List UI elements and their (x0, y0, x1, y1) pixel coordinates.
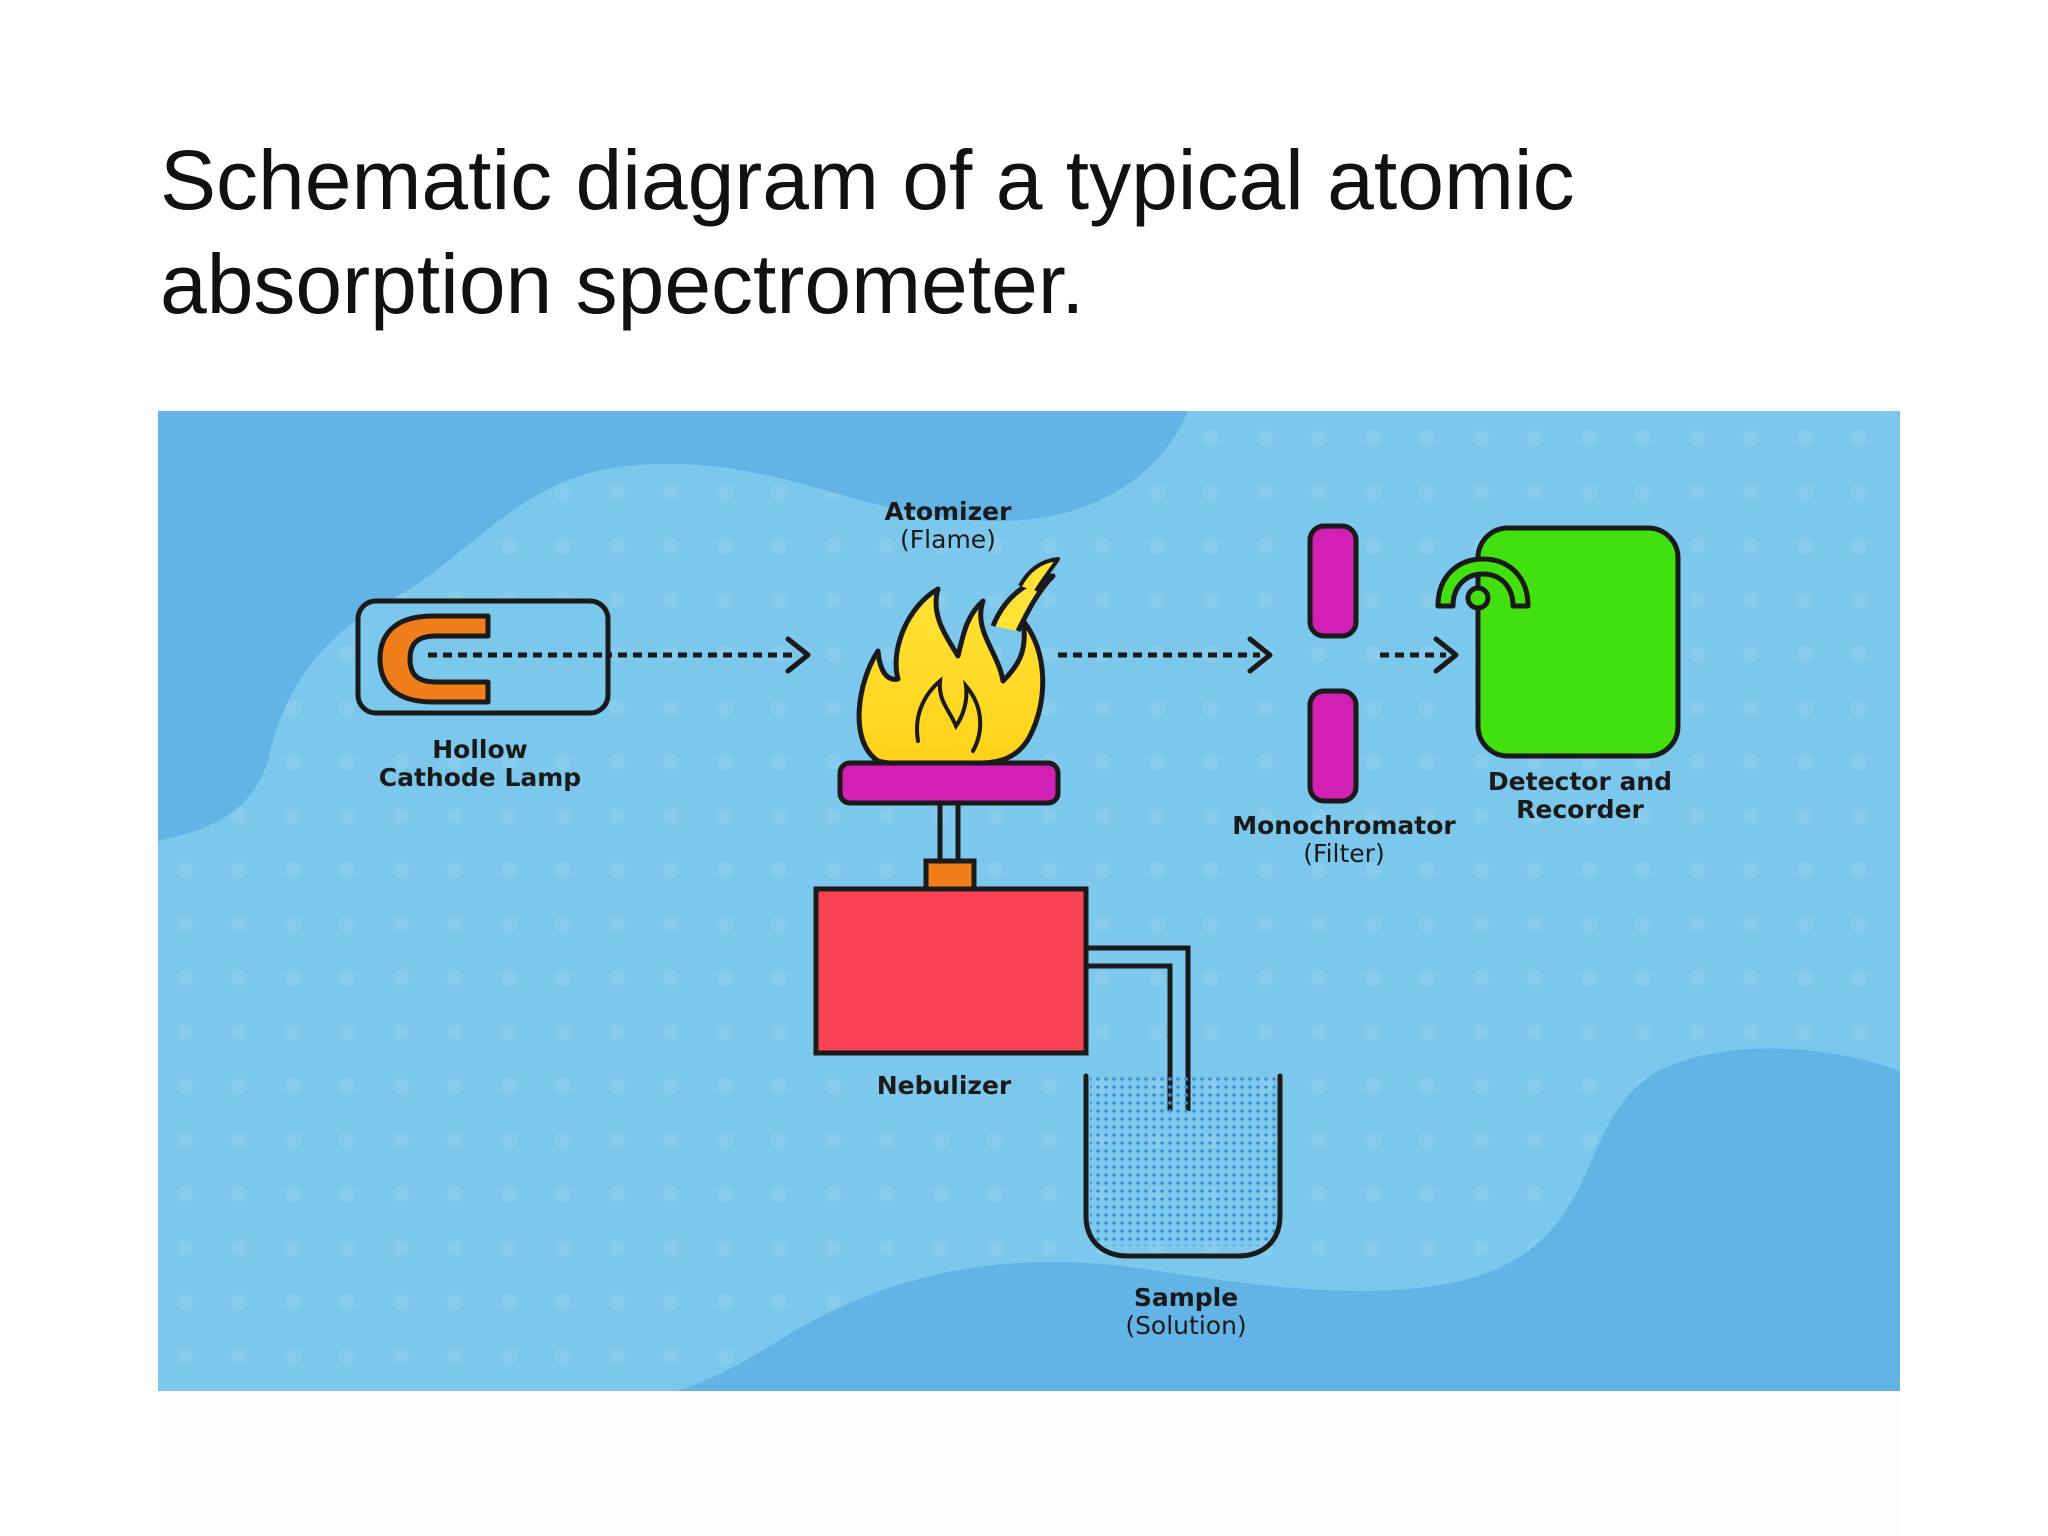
monochromator-label-line-1: Monochromator (1232, 811, 1456, 840)
nebulizer-connector (923, 858, 977, 894)
nebulizer (813, 886, 1089, 1056)
sample-liquid (1090, 1074, 1276, 1246)
background-blob-top-left (158, 411, 1188, 841)
background-blob-bottom-right (678, 1048, 1900, 1391)
atomizer-label-line-1: Atomizer (885, 497, 1013, 526)
arrow-to-monochromator-icon (1247, 636, 1273, 674)
aas-schematic-diagram: Hollow Cathode Lamp Atomizer (Flame) Neb… (158, 411, 1900, 1391)
aspiration-tube (1086, 945, 1191, 1111)
detector-label-line-2: Recorder (1516, 795, 1644, 824)
sample-beaker (1083, 1073, 1283, 1259)
slide-lower-area (160, 1391, 1900, 1536)
nebulizer-label: Nebulizer (877, 1071, 1012, 1100)
sample-label-line-2: (Solution) (1125, 1311, 1246, 1340)
monochromator-upper-slit (1307, 523, 1359, 639)
monochromator-label-line-2: (Filter) (1303, 839, 1384, 868)
slide-title-line-1: Schematic diagram of a typical atomic (160, 133, 1575, 227)
lamp-label-line-2: Cathode Lamp (379, 763, 581, 792)
arrow-to-atomizer-icon (785, 636, 811, 674)
burner-stem (937, 803, 961, 863)
burner-head (837, 760, 1061, 806)
detector-and-recorder (1435, 525, 1681, 759)
atomizer-label-line-2: (Flame) (900, 525, 996, 554)
monochromator-lower-slit (1307, 688, 1359, 804)
flame-icon (856, 557, 1060, 766)
monochromator (1307, 523, 1359, 804)
cathode-icon (377, 613, 491, 705)
slide-title: Schematic diagram of a typical atomic ab… (160, 128, 1760, 336)
lamp-label-line-1: Hollow (432, 735, 528, 764)
detector-sensor-icon (1435, 556, 1531, 609)
hollow-cathode-lamp (355, 598, 611, 716)
beam-arrowheads (785, 636, 1459, 674)
slide-title-line-2: absorption spectrometer. (160, 237, 1085, 331)
detector-label-line-1: Detector and (1488, 767, 1672, 796)
arrow-to-detector-icon (1433, 636, 1459, 674)
sample-label-line-1: Sample (1134, 1283, 1238, 1312)
